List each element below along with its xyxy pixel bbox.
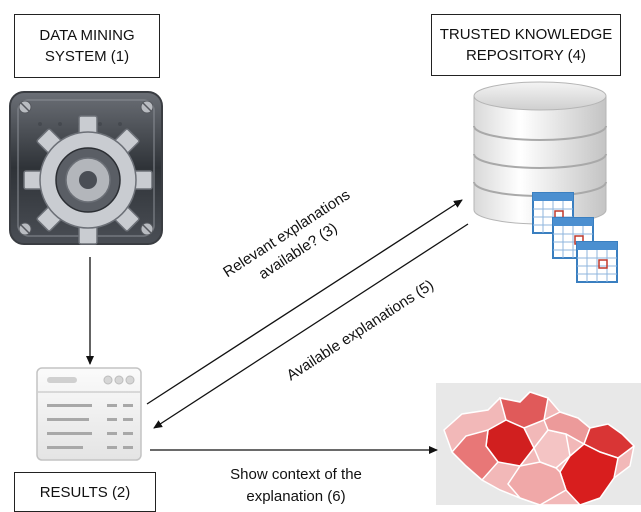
relevant-explanations-label: Relevant explanations available? (3) xyxy=(220,186,353,283)
results-window-icon xyxy=(36,367,142,461)
context-label-line2: explanation (6) xyxy=(246,488,345,505)
available-explanations-label: Available explanations (5) xyxy=(284,277,437,385)
arrow-results-to-repository xyxy=(146,199,463,405)
show-context-label: Show context of the explanation (6) xyxy=(230,466,362,505)
repository-title-line2: REPOSITORY (4) xyxy=(465,47,587,64)
data-mining-title-line1: DATA MINING xyxy=(39,27,135,44)
available-label-text: Available explanations (5) xyxy=(284,277,437,385)
repository-title-line1: TRUSTED KNOWLEDGE xyxy=(439,26,613,43)
data-mining-title-line2: SYSTEM (1) xyxy=(44,48,130,65)
context-label-line1: Show context of the xyxy=(230,466,362,483)
data-mining-system-box: DATA MINING SYSTEM (1) xyxy=(14,14,160,78)
gear-icon xyxy=(9,91,163,245)
arrow-repository-to-results xyxy=(153,223,469,429)
results-title: RESULTS (2) xyxy=(39,483,131,501)
repository-box: TRUSTED KNOWLEDGE REPOSITORY (4) xyxy=(431,14,621,76)
table-icon xyxy=(576,241,618,283)
map-icon xyxy=(436,383,641,505)
